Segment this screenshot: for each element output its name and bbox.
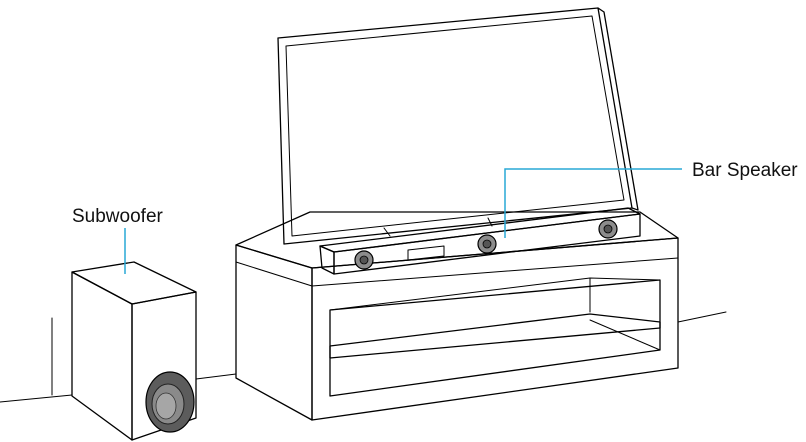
bar-speaker-driver-center xyxy=(477,234,497,254)
floor-line xyxy=(0,311,727,403)
tv-stand xyxy=(235,211,679,421)
bar-speaker-driver-left xyxy=(354,250,374,270)
bar-speaker xyxy=(319,207,641,275)
subwoofer xyxy=(71,261,197,441)
subwoofer-woofer xyxy=(145,371,195,433)
bar-speaker-driver-right xyxy=(598,219,618,239)
television xyxy=(277,7,639,245)
subwoofer-callout: Subwoofer xyxy=(72,206,164,274)
bar-speaker-label: Bar Speaker xyxy=(692,160,798,181)
subwoofer-label: Subwoofer xyxy=(72,206,164,227)
bar-speaker-callout: Bar Speaker xyxy=(504,160,798,238)
